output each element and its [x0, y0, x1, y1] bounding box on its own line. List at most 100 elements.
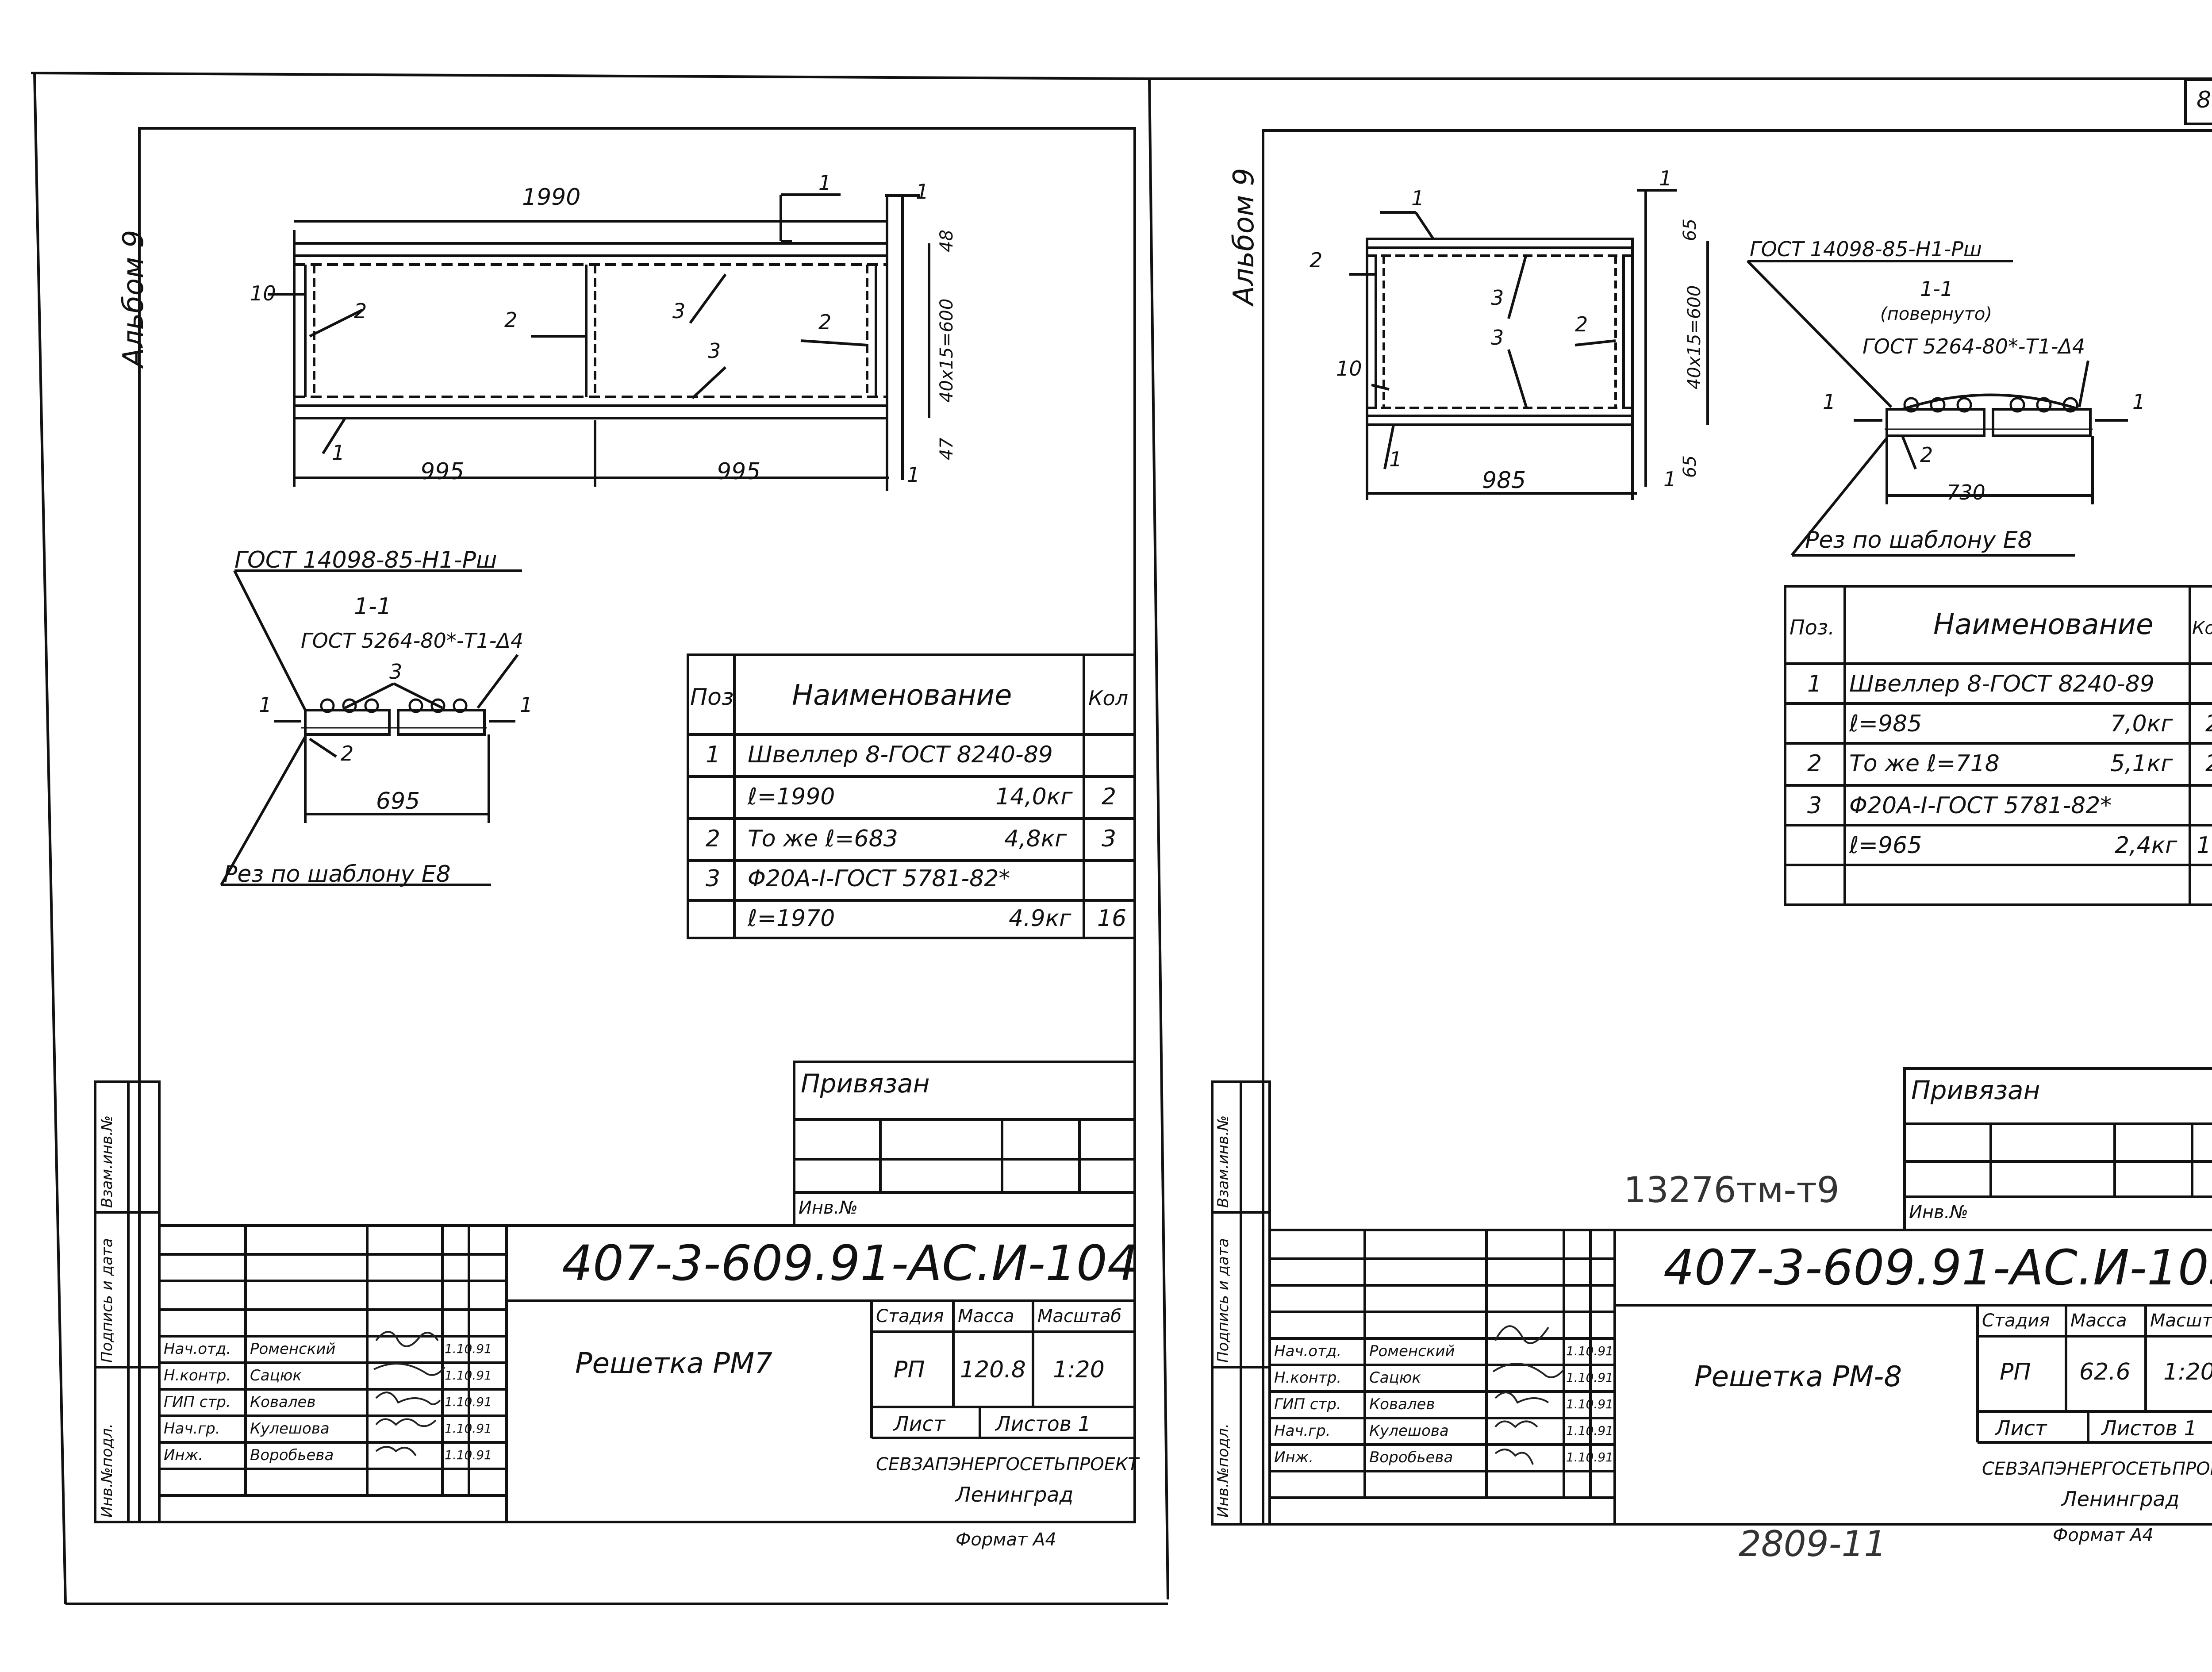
- spec-row-name: Φ20А-I-ГОСТ 5781-82*: [1849, 792, 2112, 819]
- spec-header-name: Наименование: [1933, 608, 2154, 641]
- dim-bay-1: 995: [420, 458, 465, 485]
- pos-label: 2: [1310, 248, 1323, 272]
- cut-note: Рез по шаблону Е8: [1805, 527, 2032, 553]
- dim-top: 65: [1680, 219, 1700, 241]
- pos-label: 3: [708, 339, 721, 363]
- cut-note: Рез по шаблону Е8: [223, 861, 451, 888]
- person-date: 1.10.91: [1566, 1450, 1613, 1464]
- person-name: Сацюк: [1369, 1369, 1421, 1387]
- section-title: 1-1: [1920, 277, 1954, 301]
- person-name: Роменский: [1369, 1342, 1455, 1360]
- dim-overall-length: 985: [1482, 467, 1526, 494]
- dim-bottom: 65: [1680, 455, 1700, 478]
- side-stamp-sign: Подпись и дата: [1214, 1238, 1232, 1363]
- col-head-scale: Масштаб: [2150, 1311, 2212, 1331]
- scale-value: 1:20: [2163, 1359, 2212, 1385]
- spec-row-name: Φ20А-I-ГОСТ 5781-82*: [748, 865, 1010, 892]
- pos-label: 1: [1389, 447, 1402, 471]
- person-date: 1.10.91: [1566, 1397, 1613, 1411]
- pos-label: 1: [1411, 186, 1425, 210]
- spec-row-name: Швеллер 8-ГОСТ 8240-89: [748, 742, 1053, 768]
- stage-value: РП: [2000, 1359, 2031, 1385]
- spec-header-qty: Кол.: [2192, 618, 2212, 638]
- person-name: Роменский: [250, 1340, 336, 1358]
- pos-label: 2: [504, 308, 518, 332]
- person-name: Кулешова: [250, 1420, 330, 1438]
- person-name: Кулешова: [1369, 1422, 1449, 1440]
- org-city: Ленинград: [956, 1483, 1074, 1507]
- person-date: 1.10.91: [1566, 1423, 1613, 1438]
- spec-row-pos: 2: [706, 826, 721, 852]
- pos-label: 1: [332, 441, 345, 465]
- side-stamp-inv: Инв.№подл.: [1214, 1423, 1232, 1518]
- scale-value: 1:20: [1053, 1357, 1105, 1383]
- drawing-name: Решетка РМ-8: [1694, 1361, 1902, 1393]
- section-width: 730: [1947, 480, 1985, 504]
- spec-row-qty: 3: [1102, 826, 1117, 852]
- org-name: СЕВЗАПЭНЕРГОСЕТЬПРОЕКТ: [876, 1454, 1139, 1475]
- spec-header-name: Наименование: [792, 679, 1012, 712]
- spec-header-qty: Кол: [1088, 686, 1129, 710]
- spec-header-pos: Поз: [690, 684, 734, 711]
- pos-label: 3: [1491, 326, 1504, 350]
- person-date: 1.10.91: [445, 1341, 492, 1356]
- person-role: ГИП стр.: [1274, 1395, 1341, 1413]
- section-pos: 1: [259, 693, 272, 717]
- weld-note-2: ГОСТ 5264-80*-Т1-Δ4: [1863, 334, 2085, 358]
- spec-row-pos: 1: [706, 742, 721, 768]
- page-number: 81: [2197, 87, 2212, 113]
- person-date: 1.10.91: [445, 1448, 492, 1462]
- album-label-right: Альбом 9: [1228, 168, 1260, 305]
- section-mark-bottom: 1: [907, 463, 920, 487]
- spec-row-pos: 3: [706, 865, 721, 892]
- person-role: Нач.гр.: [164, 1420, 220, 1438]
- dim-overall-length: 1990: [522, 184, 581, 211]
- drawing-code: 407-3-609.91-АС.И-104: [562, 1235, 1138, 1291]
- pos-label: 3: [672, 299, 686, 323]
- pos-label: 3: [1491, 286, 1504, 310]
- person-role: Инж.: [164, 1446, 204, 1464]
- binding-inv: Инв.№: [799, 1198, 858, 1218]
- binding-title: Привязан: [801, 1069, 930, 1099]
- sheets-label: Листов 1: [2101, 1416, 2197, 1440]
- mass-value: 62.6: [2079, 1359, 2131, 1385]
- spec-row-mass: 5,1кг: [2110, 750, 2173, 777]
- person-role: Нач.отд.: [164, 1340, 231, 1358]
- dim-bay-2: 995: [717, 458, 761, 485]
- spec-row-name: ℓ=1990: [748, 784, 835, 810]
- spec-row-mass: 14,0кг: [995, 784, 1073, 810]
- person-date: 1.10.91: [1566, 1370, 1613, 1385]
- sheet-label: Лист: [1995, 1416, 2047, 1440]
- spec-row-qty: 2: [2205, 752, 2212, 775]
- section-pos: 2: [1920, 443, 1933, 467]
- drawing-name: Решетка РМ7: [575, 1347, 772, 1380]
- person-date: 1.10.91: [1566, 1344, 1613, 1358]
- spec-row-qty: 2: [2205, 712, 2212, 735]
- dim-top: 48: [937, 230, 957, 252]
- person-role: Инж.: [1274, 1449, 1314, 1466]
- person-date: 1.10.91: [445, 1368, 492, 1383]
- spec-row-name: Швеллер 8-ГОСТ 8240-89: [1849, 671, 2154, 697]
- person-date: 1.10.91: [445, 1421, 492, 1436]
- spec-row-mass: 4,8кг: [1004, 826, 1067, 852]
- pos-label: 2: [1575, 312, 1588, 336]
- person-name: Воробьева: [1369, 1449, 1453, 1466]
- dim-10: 10: [1336, 357, 1362, 381]
- spec-row-pos: 3: [1807, 792, 1822, 819]
- col-head-scale: Масштаб: [1037, 1306, 1122, 1326]
- spec-row-mass: 7,0кг: [2110, 711, 2173, 737]
- spec-header-pos: Поз.: [1790, 615, 1835, 639]
- org-city: Ленинград: [2062, 1487, 2180, 1511]
- spec-row-pos: 2: [1807, 750, 1822, 777]
- drawing-code: 407-3-609.91-АС.И-105: [1663, 1239, 2212, 1296]
- person-role: Нач.гр.: [1274, 1422, 1331, 1440]
- person-name: Ковалев: [250, 1393, 316, 1411]
- person-name: Воробьева: [250, 1446, 334, 1464]
- person-name: Ковалев: [1369, 1395, 1435, 1413]
- spec-row-name: ℓ=1970: [748, 905, 835, 932]
- sheet-label: Лист: [894, 1412, 945, 1436]
- section-mark-bottom: 1: [1663, 467, 1677, 491]
- binding-title: Привязан: [1911, 1075, 2040, 1105]
